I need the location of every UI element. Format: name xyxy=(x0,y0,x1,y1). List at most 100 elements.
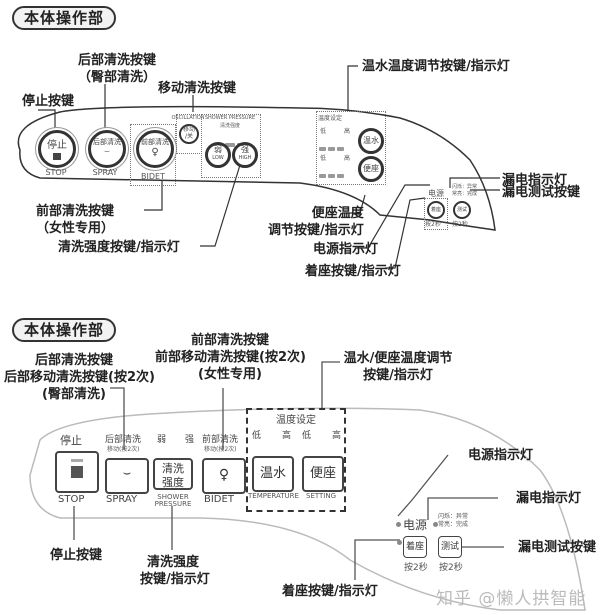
oscillation-button-label1: 移动 xyxy=(182,126,195,133)
leak-test-button-bottom[interactable]: 测试 xyxy=(438,536,462,558)
seat-sensor-button-bottom[interactable]: 着座 xyxy=(403,536,427,558)
spray-top-label: 后部清洗 xyxy=(105,435,142,445)
callout-seat-sensor: 着座按键/指示灯 xyxy=(305,264,401,279)
temperature-caption: TEMPERATURE xyxy=(248,492,299,500)
bidet-caption-bottom: BIDET xyxy=(204,494,234,505)
callout-seat-temp: 便座温度 调节按键/指示灯 xyxy=(268,205,364,239)
leak-note2-bottom: 常亮：完成 xyxy=(438,521,469,528)
setting-caption: SETTING xyxy=(306,492,337,500)
stop-button-top[interactable]: 停止 xyxy=(38,130,76,168)
callout-rear-wash-line2: （臀部清洗） xyxy=(78,70,157,85)
high-label-en: HIGH xyxy=(238,155,252,161)
callout-pressure: 清洗强度按键/指示灯 xyxy=(58,240,180,255)
pressure-group-box xyxy=(201,114,261,178)
bidet-caption: BIDET xyxy=(141,172,165,181)
seat-sensor-hold-top: 按2秒 xyxy=(425,221,441,228)
bidet-button-label: 前部清洗 xyxy=(141,138,169,146)
callout-pressure-bottom: 清洗强度 按键/指示灯 xyxy=(140,554,210,588)
power-label-top: 电源 xyxy=(428,189,444,198)
callout-rear-wash: 后部清洗按键 （臀部清洗） xyxy=(78,52,156,86)
water-low-label: 低 xyxy=(320,128,327,135)
pressure-high-button[interactable]: 强 HIGH xyxy=(232,142,258,168)
temp-set-label: 温度设定 xyxy=(318,115,343,122)
callout-leak-test-bottom: 漏电测试按键 xyxy=(518,540,597,555)
bottom-section-title: 本体操作部 xyxy=(12,318,117,342)
seat-low-label-bottom: 低 xyxy=(302,431,312,441)
stop-indicator-bar xyxy=(71,459,83,462)
temp-setting-group-box xyxy=(246,408,346,512)
oscillation-button[interactable]: 移动 /关 xyxy=(179,124,199,144)
stop-top-label: 停止 xyxy=(60,434,82,447)
pressure-caption-cn: 清洗强度 xyxy=(219,123,240,129)
water-high-label: 高 xyxy=(344,128,351,135)
power-indicator-dot xyxy=(396,522,401,527)
temp-set-label-bottom: 温度设定 xyxy=(276,415,316,426)
pressure-caption-en: SHOWER PRESSURE xyxy=(204,115,256,121)
callout-leak-indicator: 漏电指示灯 xyxy=(502,173,568,188)
callout-rear-line1: 后部清洗按键 xyxy=(34,353,113,368)
callout-temp-bottom: 温水/便座温度调节 按键/指示灯 xyxy=(342,350,454,384)
leak-test-button-top[interactable]: 测试 xyxy=(453,201,471,219)
oscillation-button-label2: /关 xyxy=(184,133,194,140)
pressure-low-label: 弱 xyxy=(157,435,167,445)
callout-power-indicator-bottom: 电源指示灯 xyxy=(468,448,534,463)
stop-square-icon xyxy=(71,466,83,478)
callout-seat-sensor-bottom: 着座按键/指示灯 xyxy=(282,584,378,599)
bidet-button-top[interactable]: 前部清洗 ♀ xyxy=(136,130,174,168)
bidet-group-box xyxy=(130,124,176,186)
callout-stop-bottom: 停止按键 xyxy=(50,548,103,563)
callout-seat-temp-line2: 调节按键/指示灯 xyxy=(268,223,364,238)
callout-front-wash-bottom: 前部清洗按键 前部移动清洗按键(按2次) (女性专用) xyxy=(155,332,306,383)
callout-leak-indicator-bottom: 漏电指示灯 xyxy=(516,491,582,506)
power-label-bottom: 电源 xyxy=(403,518,428,532)
high-label-cn: 强 xyxy=(241,145,249,154)
seat-sensor-group-box xyxy=(424,198,448,230)
callout-water-temp: 温水温度调节按键/指示灯 xyxy=(362,59,510,74)
pressure-button-bottom[interactable]: 清洗 强度 xyxy=(153,458,193,490)
seat-high-label-bottom: 高 xyxy=(332,431,342,441)
seat-sensor-button-top[interactable]: 着座 xyxy=(427,201,445,219)
pressure-caption-bottom: SHOWER PRESSURE xyxy=(154,494,192,508)
temp-group-box xyxy=(316,111,386,185)
spray-caption: SPRAY xyxy=(92,168,118,177)
stop-caption-bottom: STOP xyxy=(58,494,85,505)
seat-temp-button[interactable]: 便座 xyxy=(358,156,384,182)
water-temp-button-bottom[interactable]: 温水 xyxy=(252,456,294,492)
callout-temp-line1: 温水/便座温度调节 xyxy=(343,351,453,366)
pressure-button-line2: 强度 xyxy=(162,476,184,489)
water-temp-button[interactable]: 温水 xyxy=(358,128,384,154)
spray-nozzle-icon: ⌣ xyxy=(122,466,132,481)
leak-note1-bottom: 闪烁：异常 xyxy=(438,513,469,520)
leak-test-hold-top: 按2秒 xyxy=(452,221,468,228)
callout-front-line2: 前部移动清洗按键(按2次) xyxy=(155,350,306,365)
seat-temp-button-bottom[interactable]: 便座 xyxy=(302,456,344,492)
callout-power-indicator: 电源指示灯 xyxy=(313,242,379,257)
spray-button-top[interactable]: 后部清洗 ⌣ xyxy=(88,130,126,168)
leak-indicator-dot xyxy=(433,522,438,527)
callout-front-line1: 前部清洗按键 xyxy=(190,333,269,348)
stop-caption: STOP xyxy=(45,168,67,177)
top-section-title: 本体操作部 xyxy=(12,6,117,30)
callout-rear-wash-line1: 后部清洗按键 xyxy=(78,53,157,68)
seat-sensor-indicator-dot xyxy=(397,540,402,545)
leak-note1-top: 闪烁：异常 xyxy=(452,184,478,190)
pressure-caption-line2: PRESSURE xyxy=(154,500,192,508)
stop-button-bottom[interactable] xyxy=(55,451,99,493)
seat-low-label: 低 xyxy=(320,155,327,162)
callout-pressure-line2: 按键/指示灯 xyxy=(140,572,210,587)
spray-sub-label: 移动(按2次) xyxy=(107,446,140,453)
seat-temp-indicators xyxy=(318,163,345,182)
callout-front-wash: 前部清洗按键 （女性专用） xyxy=(36,203,114,237)
bidet-button-bottom[interactable]: ♀ xyxy=(202,458,246,494)
top-panel-outline xyxy=(17,105,496,231)
spray-button-bottom[interactable]: ⌣ xyxy=(105,458,149,494)
callout-front-wash-line1: 前部清洗按键 xyxy=(36,204,115,219)
bidet-top-label: 前部清洗 xyxy=(202,435,239,445)
spray-button-label: 后部清洗 xyxy=(93,138,121,146)
water-temp-indicators xyxy=(318,136,345,155)
pressure-low-button[interactable]: 弱 LOW xyxy=(205,142,231,168)
water-high-label-bottom: 高 xyxy=(282,431,292,441)
water-low-label-bottom: 低 xyxy=(252,431,262,441)
bottom-panel-outline xyxy=(29,407,586,611)
